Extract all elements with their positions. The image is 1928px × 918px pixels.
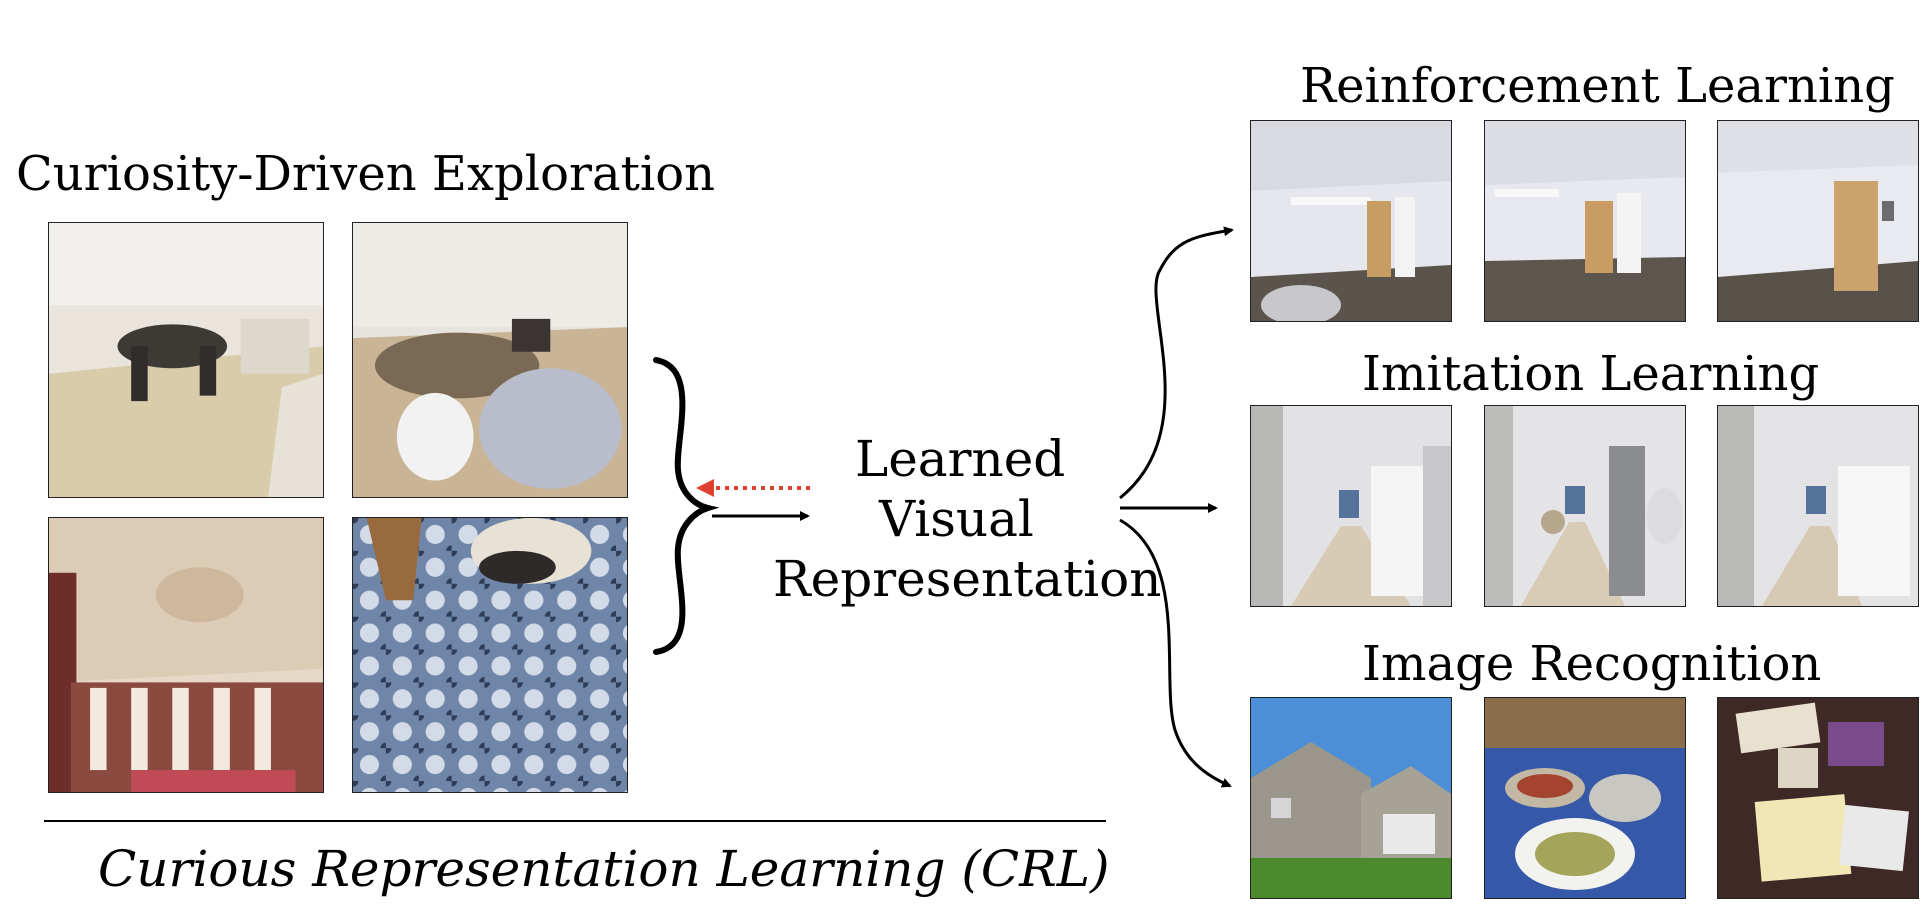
exploration-image-4 (352, 517, 628, 793)
grouping-brace (653, 357, 720, 655)
arrow-to-rl (1119, 226, 1234, 500)
rl-image-1 (1250, 120, 1452, 322)
arrow-to-ir (1119, 518, 1232, 788)
ir-title: Image Recognition (1362, 636, 1822, 692)
caption-divider (44, 820, 1106, 822)
exploration-image-3 (48, 517, 324, 793)
il-image-1 (1250, 405, 1452, 607)
ir-image-1 (1250, 697, 1452, 899)
visual-label: Visual (879, 490, 1034, 548)
ir-image-2 (1484, 697, 1686, 899)
rl-image-3 (1717, 120, 1919, 322)
representation-label: Representation (773, 550, 1162, 608)
learned-label: Learned (855, 430, 1066, 488)
crl-caption: Curious Representation Learning (CRL) (98, 840, 1110, 898)
exploration-image-2 (352, 222, 628, 498)
il-title: Imitation Learning (1362, 346, 1820, 402)
ir-image-3 (1717, 697, 1919, 899)
exploration-image-1 (48, 222, 324, 498)
il-image-2 (1484, 405, 1686, 607)
rl-title: Reinforcement Learning (1300, 58, 1895, 114)
il-image-3 (1717, 405, 1919, 607)
rl-image-2 (1484, 120, 1686, 322)
exploration-title: Curiosity-Driven Exploration (16, 146, 716, 202)
